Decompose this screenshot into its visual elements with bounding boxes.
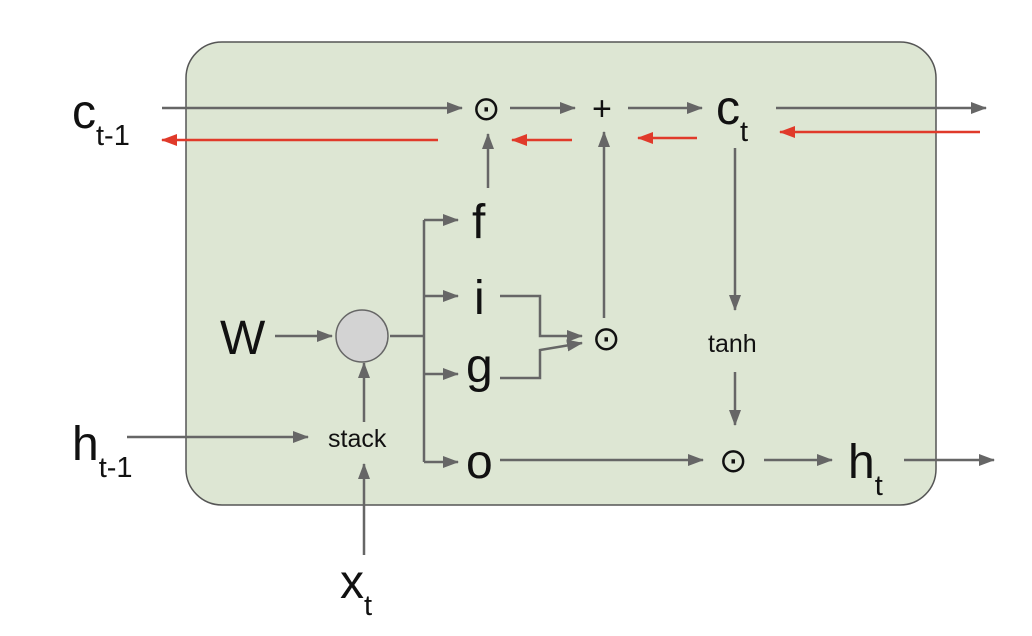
label-stack: stack [328, 425, 387, 453]
op-plus: + [592, 90, 612, 128]
lstm-cell-box [185, 41, 937, 506]
label-tanh: tanh [708, 330, 757, 358]
label-h-t-sub: t [875, 470, 883, 502]
label-x-t: xt [340, 556, 372, 622]
label-gate-o: o [466, 436, 493, 489]
op-output-mult: ⊙ [719, 442, 748, 480]
forward-arrows [127, 102, 995, 555]
arrow-i-to-input-mult [500, 294, 583, 342]
label-w: W [220, 312, 266, 365]
label-c-prev-sub: t-1 [96, 120, 130, 152]
label-h-t: ht [848, 436, 883, 502]
label-c-prev-main: c [72, 86, 96, 139]
label-c-t: ct [716, 82, 748, 148]
label-c-t-main: c [716, 82, 740, 135]
gradient-arrows [161, 126, 980, 146]
weight-combine-node [335, 309, 389, 363]
label-h-prev-sub: t-1 [99, 452, 133, 484]
label-gate-f: f [472, 196, 486, 249]
label-c-t-sub: t [740, 116, 748, 148]
op-forget-mult: ⊙ [472, 90, 501, 128]
label-h-prev: ht-1 [72, 418, 133, 484]
label-h-prev-main: h [72, 418, 99, 471]
arrow-g-to-input-mult [500, 339, 583, 380]
op-input-mult: ⊙ [592, 320, 621, 358]
label-gate-i: i [474, 272, 485, 325]
label-c-prev: ct-1 [72, 86, 130, 152]
label-x-t-sub: t [364, 590, 372, 622]
label-gate-g: g [466, 340, 493, 393]
label-x-t-main: x [340, 556, 364, 609]
label-h-t-main: h [848, 436, 875, 489]
